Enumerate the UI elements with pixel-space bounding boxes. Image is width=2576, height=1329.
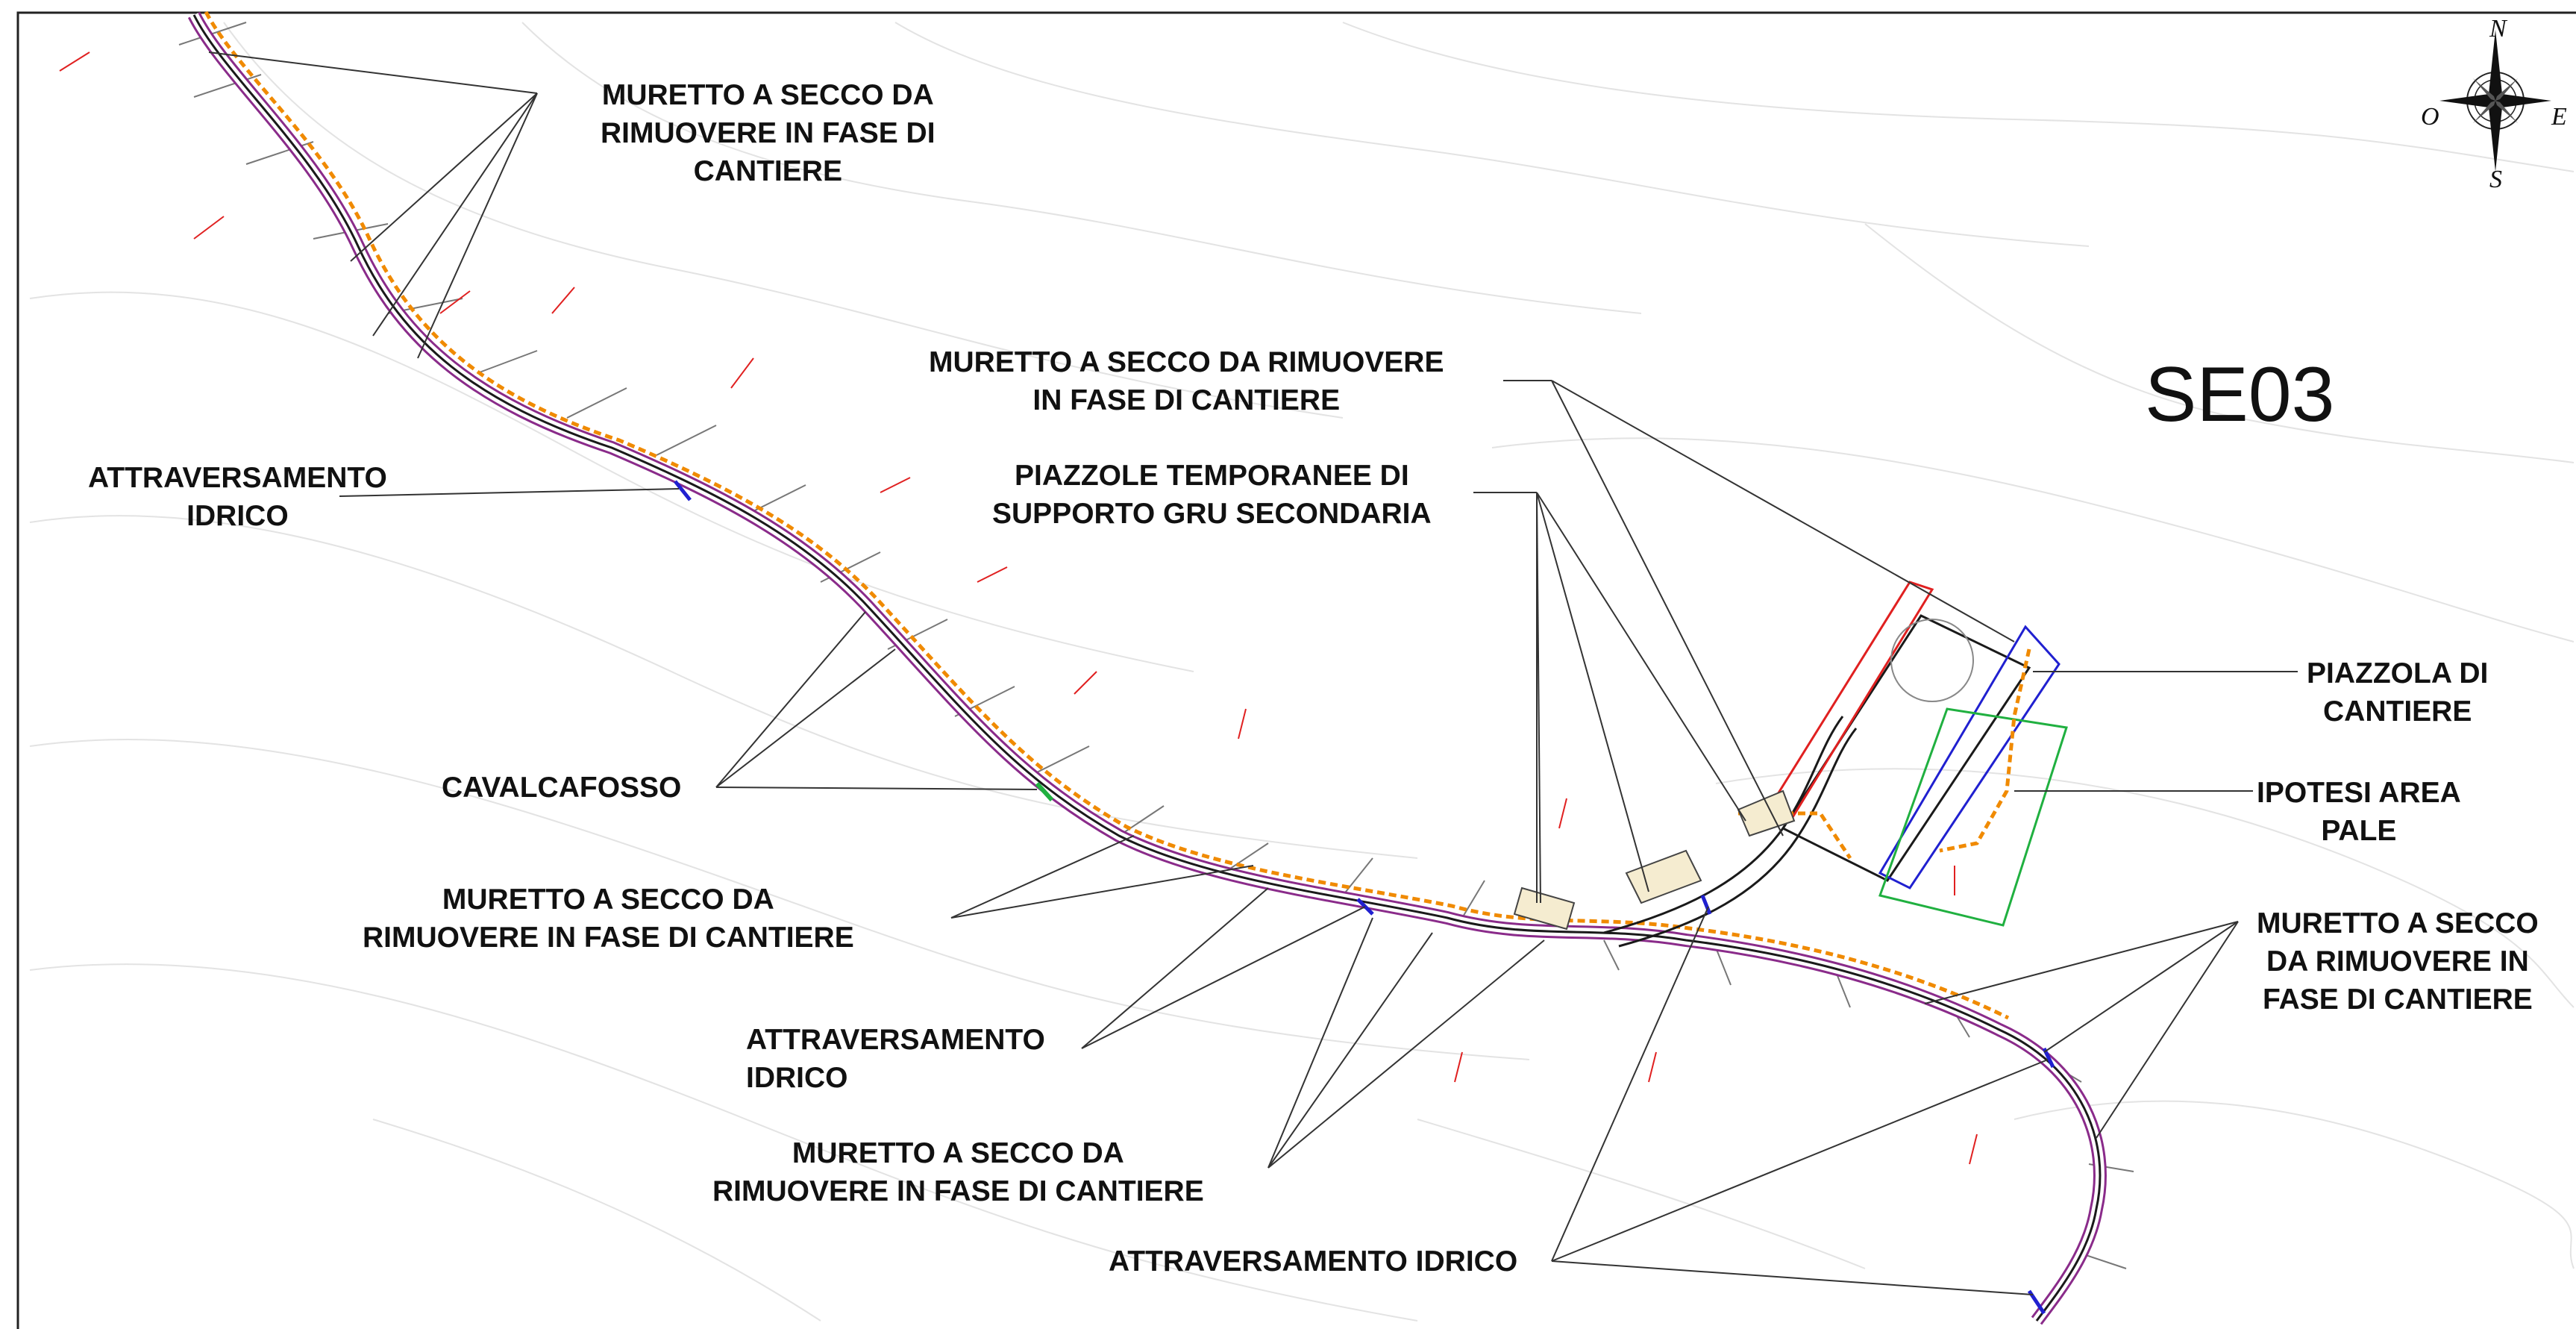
crane-pads bbox=[1513, 789, 1796, 931]
ditch-crossing-mark bbox=[1035, 781, 1054, 802]
label-attraversamento-bottom: ATTRAVERSAMENTO IDRICO bbox=[1109, 1245, 1518, 1278]
terrain-contours bbox=[29, 22, 2575, 1322]
label-muretto-center: MURETTO A SECCO DA RIMUOVERE IN FASE DI … bbox=[929, 346, 1444, 416]
sheet-frame bbox=[16, 11, 2576, 1329]
label-muretto-top: MURETTO A SECCO DA RIMUOVERE IN FASE DI … bbox=[601, 79, 936, 187]
access-branch bbox=[1603, 716, 1858, 948]
compass-west-label: O bbox=[2421, 103, 2439, 131]
leader-lines bbox=[208, 51, 2298, 1295]
label-muretto-right: MURETTO A SECCO DA RIMUOVERE IN FASE DI … bbox=[2257, 907, 2539, 1016]
label-piazzola-cantiere: PIAZZOLA DI CANTIERE bbox=[2307, 657, 2489, 728]
label-cavalcafosso: CAVALCAFOSSO bbox=[442, 772, 682, 804]
label-muretto-bottom: MURETTO A SECCO DA RIMUOVERE IN FASE DI … bbox=[712, 1137, 1204, 1207]
compass-rose bbox=[2439, 30, 2551, 172]
station-markers bbox=[59, 51, 1978, 1165]
label-attraversamento-left: ATTRAVERSAMENTO IDRICO bbox=[88, 462, 387, 532]
compass-north-label: N bbox=[2489, 15, 2507, 43]
road-alignment bbox=[187, 10, 2107, 1325]
label-ipotesi-area-pale: IPOTESI AREA PALE bbox=[2257, 777, 2461, 847]
label-attraversamento-mid: ATTRAVERSAMENTO IDRICO bbox=[746, 1024, 1045, 1094]
label-muretto-mid-left: MURETTO A SECCO DA RIMUOVERE IN FASE DI … bbox=[363, 884, 854, 954]
compass-south-label: S bbox=[2489, 166, 2502, 193]
construction-pad bbox=[1738, 581, 2068, 927]
section-ticks bbox=[178, 22, 2134, 1269]
label-piazzole-temporanee: PIAZZOLE TEMPORANEE DI SUPPORTO GRU SECO… bbox=[992, 460, 1432, 530]
sheet-code: SE03 bbox=[2145, 351, 2335, 438]
compass-east-label: E bbox=[2551, 103, 2567, 131]
